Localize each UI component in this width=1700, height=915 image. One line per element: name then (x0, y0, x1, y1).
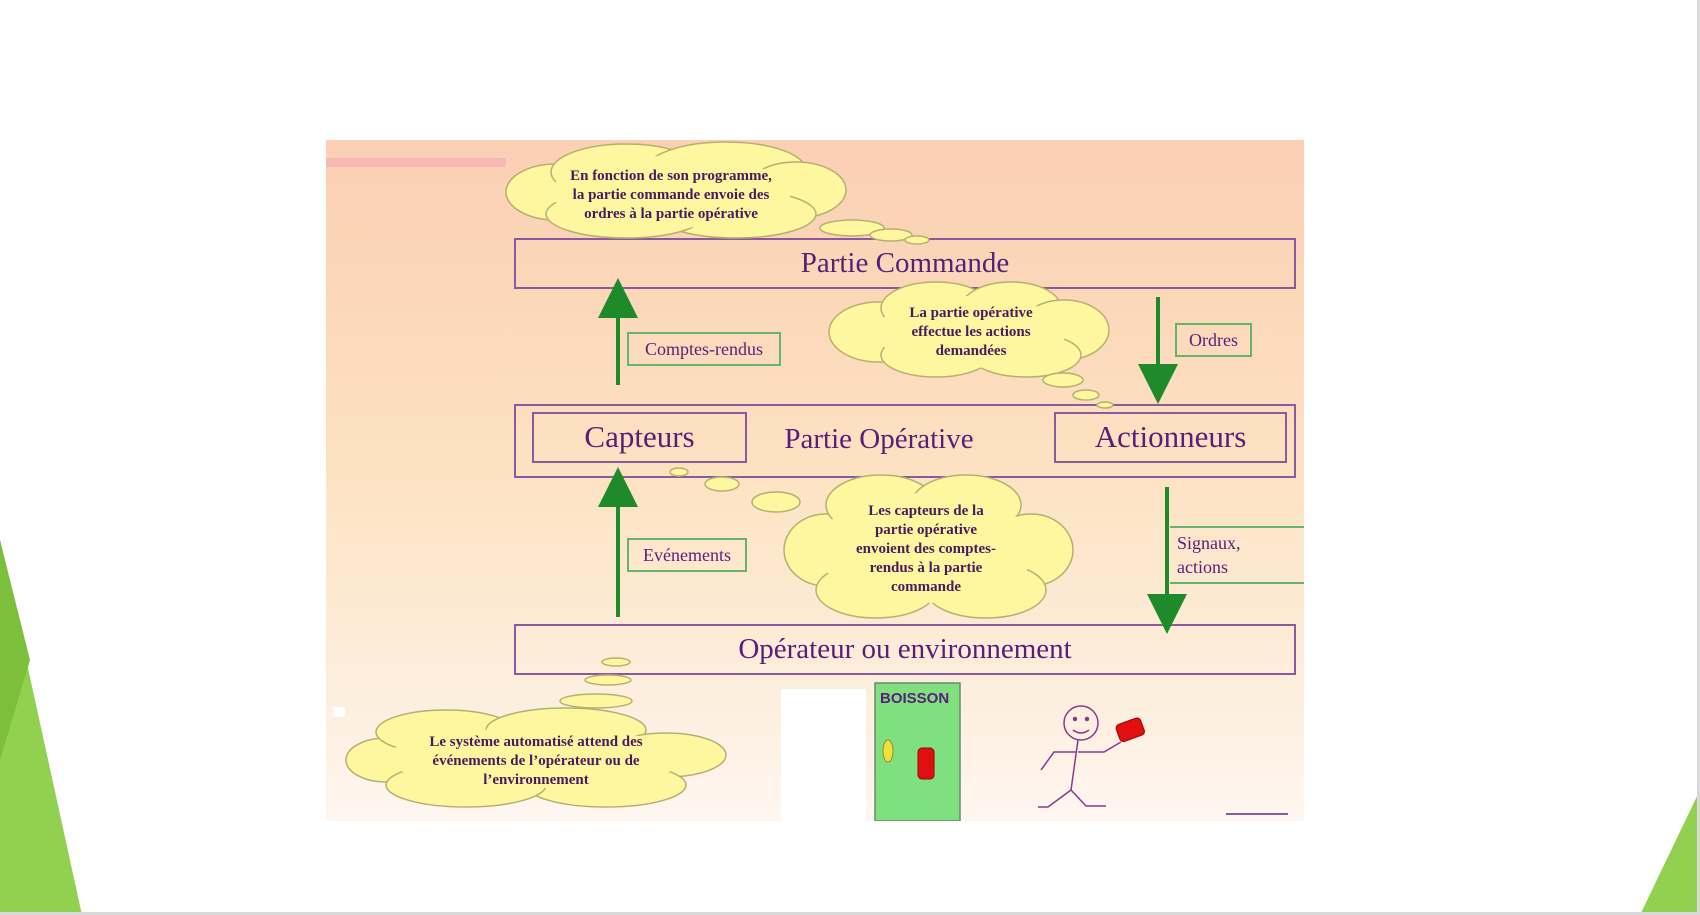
slide-right-border (1697, 0, 1700, 915)
partie-commande-label: Partie Commande (800, 247, 1010, 279)
operateur-box (514, 624, 1296, 675)
automated-system-diagram: Partie Commande Partie Opérative Capteur… (326, 140, 1304, 821)
machine-can (917, 747, 935, 780)
capteurs-label: Capteurs (584, 419, 695, 454)
capteurs-box (532, 412, 747, 463)
comptes-rendus-label: Comptes-rendus (627, 332, 781, 366)
coin-slot (882, 739, 894, 763)
thought-bubble-capteurs (669, 467, 1074, 619)
bubble-system-text: Le système automatisé attend des événeme… (429, 734, 643, 788)
signaux-label-line2: actions (1177, 557, 1228, 577)
decorative-stripe (326, 158, 506, 167)
stick-figure (1038, 705, 1122, 808)
thought-bubble-actions (828, 281, 1114, 409)
right-green-triangle (1640, 790, 1700, 915)
small-white-mark (333, 707, 345, 717)
ordres-label: Ordres (1175, 323, 1252, 357)
partie-operative-box (514, 404, 1296, 478)
actionneurs-label: Actionneurs (1094, 419, 1247, 454)
thought-bubble-system (345, 657, 727, 808)
slide-bottom-border (0, 912, 1700, 915)
evenements-label: Evénements (627, 538, 747, 572)
signaux-label-line1: Signaux, (1177, 533, 1241, 553)
held-can (1115, 717, 1145, 743)
actionneurs-box (1054, 412, 1287, 463)
bubble-top-text: En fonction de son programme, la partie … (570, 168, 772, 222)
bubble-capteurs-text: Les capteurs de la partie opérative envo… (856, 503, 996, 595)
machine-backdrop (781, 689, 866, 821)
thought-bubble-top (505, 141, 930, 245)
partie-operative-label: Partie Opérative (784, 423, 974, 455)
boisson-label: BOISSON (880, 690, 950, 707)
left-green-triangle-shade (0, 540, 30, 760)
operateur-label: Opérateur ou environnement (738, 633, 1072, 665)
diagram-graphics (333, 141, 1304, 821)
bubble-actions-text: La partie opérative effectue les actions… (909, 305, 1033, 359)
